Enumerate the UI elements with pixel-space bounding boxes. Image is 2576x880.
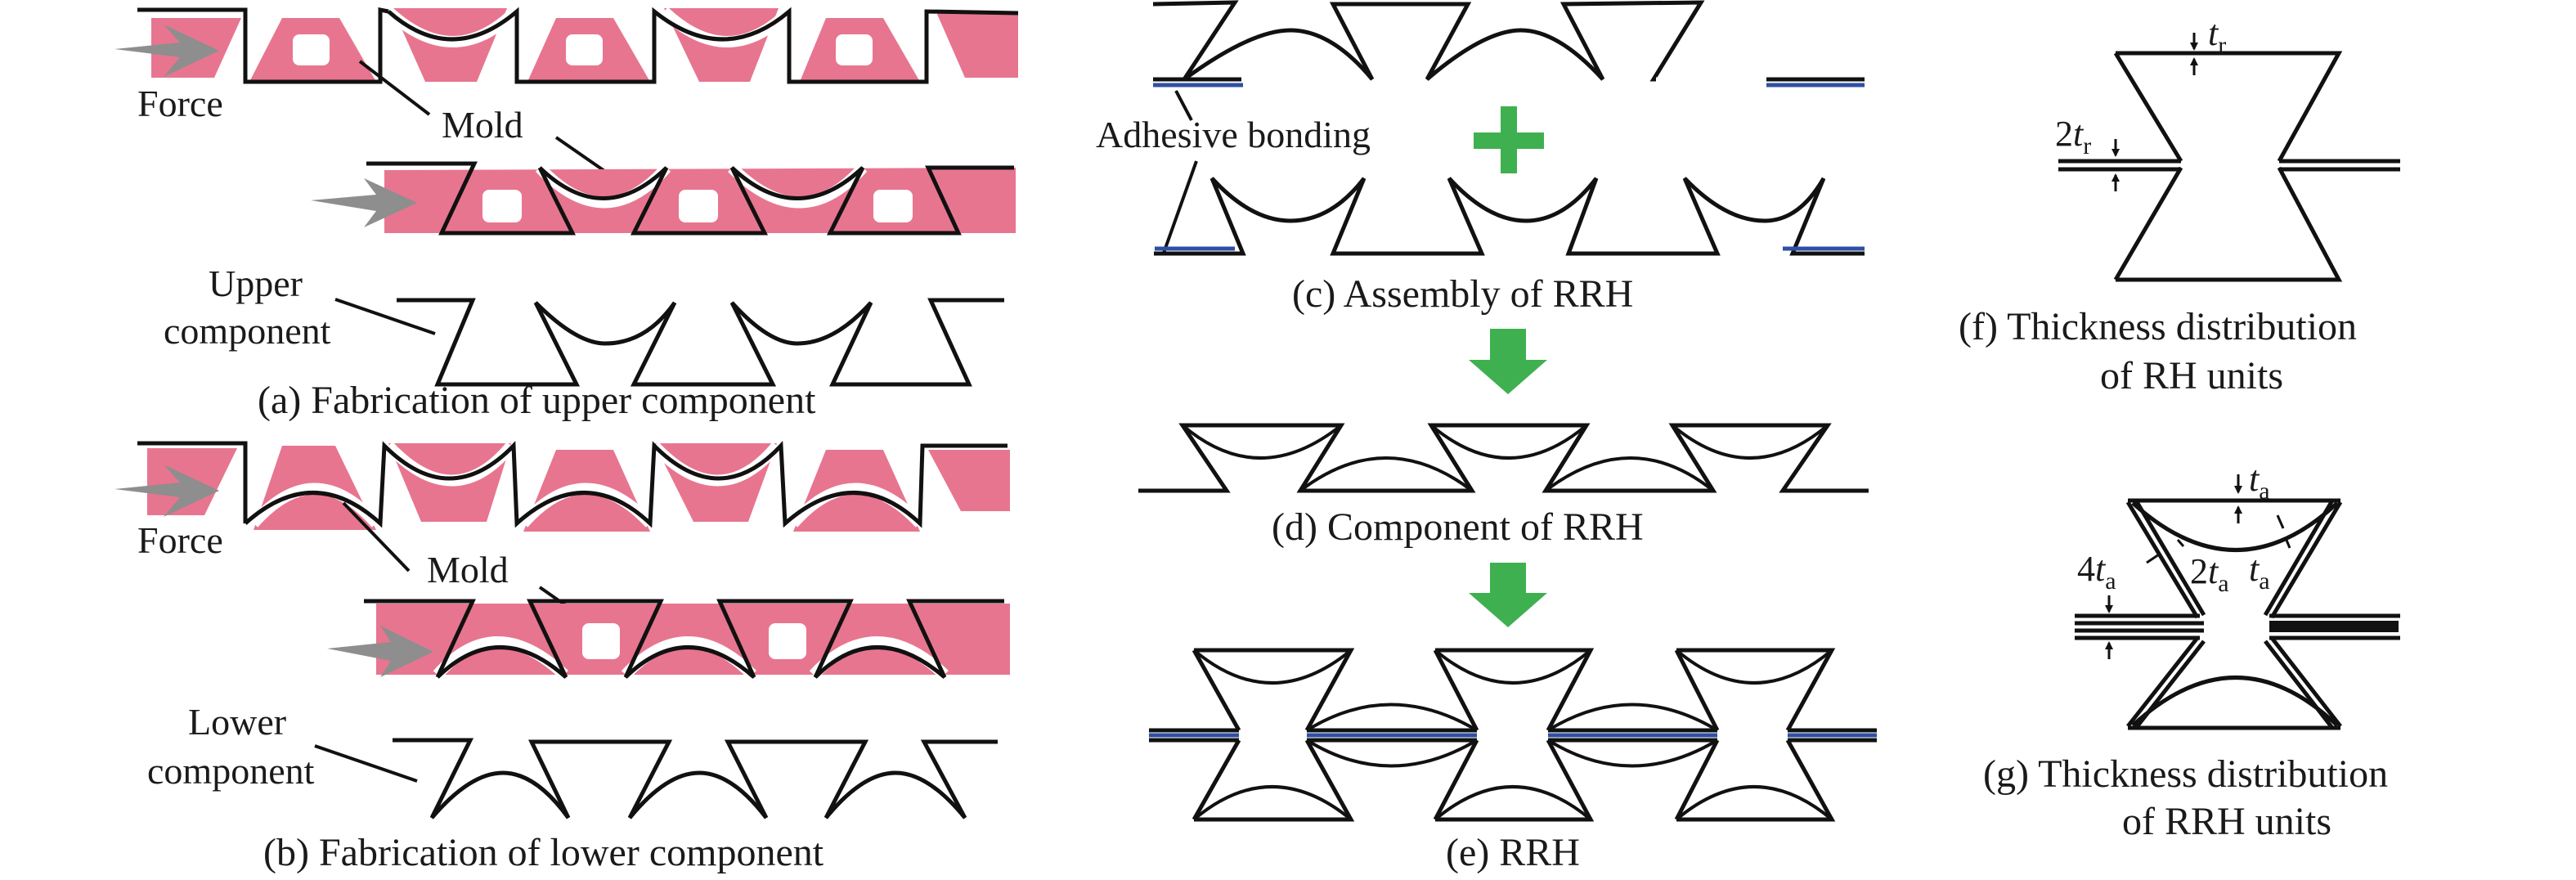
mold-leader-line bbox=[342, 501, 411, 572]
force-label: Force bbox=[137, 83, 223, 124]
force-arrow-icon bbox=[327, 626, 433, 677]
lower-component-inverted bbox=[1152, 0, 1865, 82]
force-arrow-icon bbox=[114, 465, 219, 517]
panel-g-caption-line2: of RRH units bbox=[2122, 800, 2331, 843]
lower-component-label-line1: Lower bbox=[188, 701, 286, 743]
panel-c-caption: (c) Assembly of RRH bbox=[1292, 272, 1633, 316]
adhesive-leader-line bbox=[1161, 160, 1198, 256]
upper-mold-row-2 bbox=[311, 161, 1016, 236]
force-arrow-icon bbox=[114, 25, 219, 77]
upper-component-inverted bbox=[1154, 177, 1865, 256]
adhesive-joint-lines bbox=[1149, 728, 1877, 743]
panel-d: (d) Component of RRH bbox=[1138, 423, 1869, 627]
lower-mold-row-2 bbox=[327, 599, 1010, 680]
lower-component bbox=[393, 738, 998, 819]
panel-e-caption: (e) RRH bbox=[1446, 831, 1580, 874]
ta-curve-label: ta bbox=[2249, 549, 2270, 595]
upper-component-label-line1: Upper bbox=[209, 263, 303, 304]
panel-f: tr 2tr (f) Thickness distribution of RH … bbox=[1959, 13, 2400, 397]
mold-label: Mold bbox=[427, 549, 509, 590]
panel-f-caption-line2: of RH units bbox=[2100, 354, 2283, 397]
panel-b: Force Mold Lower component (b) Fabricati… bbox=[114, 441, 1010, 874]
rh-unit bbox=[2113, 51, 2343, 282]
laminated-joint bbox=[2075, 613, 2400, 640]
2tr-wall-label: 2tr bbox=[2055, 114, 2091, 159]
process-arrow-icon bbox=[1469, 329, 1547, 394]
panel-c: Adhesive bonding (c) Assembly of RRH bbox=[1096, 0, 1865, 394]
adhesive-leader-line bbox=[1174, 90, 1193, 121]
dimension-arrow-icon bbox=[2105, 474, 2291, 659]
4ta-joint-label: 4ta bbox=[2077, 549, 2116, 595]
lower-component-label-line2: component bbox=[147, 750, 315, 792]
mold-label: Mold bbox=[442, 104, 523, 146]
rrh-upper-half bbox=[1192, 648, 1836, 732]
plus-icon bbox=[1474, 106, 1544, 173]
panel-g: ta 4ta 2ta ta (g) Thickness distribution… bbox=[1983, 459, 2400, 843]
force-label: Force bbox=[137, 519, 223, 561]
upper-mold-row-1 bbox=[114, 7, 1019, 84]
upper-component-leader-line bbox=[334, 298, 436, 335]
panel-a-caption: (a) Fabrication of upper component bbox=[258, 379, 816, 422]
lower-component-leader-line bbox=[314, 744, 418, 783]
panel-f-caption-line1: (f) Thickness distribution bbox=[1959, 305, 2357, 348]
panel-b-caption: (b) Fabrication of lower component bbox=[263, 831, 824, 874]
adhesive-label: Adhesive bonding bbox=[1096, 114, 1371, 155]
upper-component-label-line2: component bbox=[164, 310, 331, 352]
ta-top-label: ta bbox=[2249, 459, 2270, 505]
rrh-lower-half bbox=[1192, 739, 1836, 822]
mold-leader-line bbox=[358, 60, 431, 116]
process-arrow-icon bbox=[1469, 563, 1547, 627]
panel-g-caption-line1: (g) Thickness distribution bbox=[1983, 752, 2388, 796]
rrh-component bbox=[1138, 423, 1869, 493]
dimension-arrow-icon bbox=[2112, 139, 2120, 191]
lower-mold-row-1 bbox=[114, 441, 1010, 532]
2ta-wall-label: 2ta bbox=[2190, 551, 2229, 597]
force-arrow-icon bbox=[311, 178, 417, 227]
tr-top-label: tr bbox=[2208, 13, 2226, 59]
panel-d-caption: (d) Component of RRH bbox=[1272, 505, 1644, 549]
upper-component bbox=[397, 298, 1004, 387]
panel-e: (e) RRH bbox=[1149, 648, 1877, 874]
dimension-arrow-icon bbox=[2190, 33, 2198, 75]
panel-a: Force Mold Upper component (a) Fabricati… bbox=[114, 7, 1019, 422]
